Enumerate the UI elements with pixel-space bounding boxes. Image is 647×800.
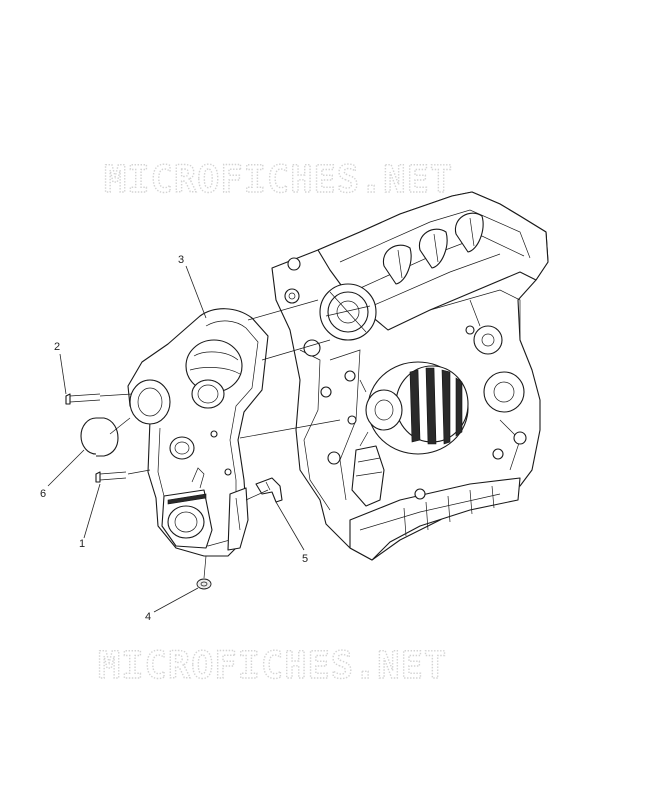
callout-number: 1 bbox=[79, 538, 85, 550]
watermark-top: MICROFICHES.NET bbox=[104, 158, 453, 201]
bracket-part bbox=[255, 477, 283, 503]
nut-part bbox=[196, 578, 212, 590]
watermark-bottom: MICROFICHES.NET bbox=[98, 644, 447, 687]
bolt-upper-part bbox=[65, 393, 101, 405]
callout-6: 6 bbox=[40, 449, 85, 500]
callout-4: 4 bbox=[145, 587, 199, 623]
callout-number: 2 bbox=[54, 341, 60, 353]
callout-1: 1 bbox=[79, 483, 101, 550]
callout-2: 2 bbox=[54, 341, 67, 395]
assembly-lines bbox=[99, 299, 341, 579]
callout-number: 6 bbox=[40, 488, 46, 500]
callout-number: 4 bbox=[145, 611, 151, 623]
callout-5: 5 bbox=[275, 501, 308, 565]
callout-3: 3 bbox=[178, 254, 207, 319]
timing-belt-cover bbox=[127, 308, 269, 557]
callout-number: 5 bbox=[302, 553, 308, 565]
bolt-lower-part bbox=[95, 471, 127, 483]
engine-block-illustration bbox=[271, 191, 549, 561]
plug-cap-part bbox=[80, 417, 119, 457]
callout-number: 3 bbox=[178, 254, 184, 266]
